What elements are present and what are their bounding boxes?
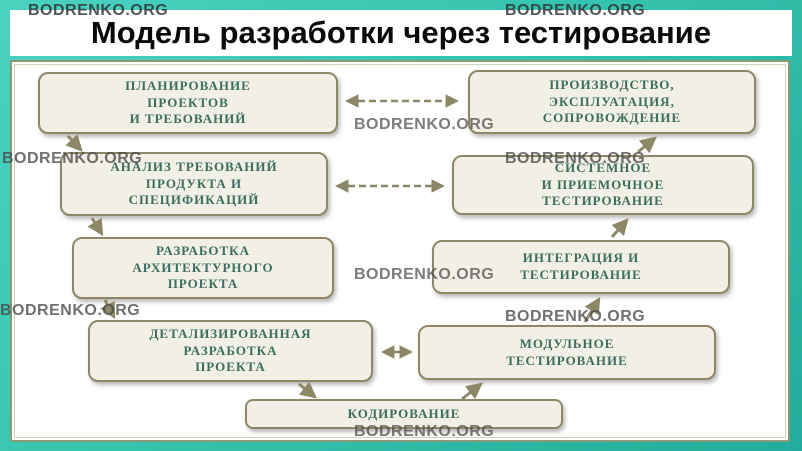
slide-title: Модель разработки через тестирование (90, 15, 712, 50)
watermark-lower-left: BODRENKO.ORG (0, 302, 141, 319)
box-system-acceptance-testing: СИСТЕМНОЕ И ПРИЕМОЧНОЕ ТЕСТИРОВАНИЕ (452, 155, 754, 215)
box-module-testing: МОДУЛЬНОЕ ТЕСТИРОВАНИЕ (418, 325, 716, 380)
box-detailed-design: ДЕТАЛИЗИРОВАННАЯ РАЗРАБОТКА ПРОЕКТА (88, 320, 373, 382)
box-production-maintenance: ПРОИЗВОДСТВО, ЭКСПЛУАТАЦИЯ, СОПРОВОЖДЕНИ… (468, 70, 756, 134)
box-requirements-analysis: АНАЛИЗ ТРЕБОВАНИЙ ПРОДУКТА И СПЕЦИФИКАЦИ… (60, 152, 328, 216)
box-architecture-design: РАЗРАБОТКА АРХИТЕКТУРНОГО ПРОЕКТА (72, 237, 334, 299)
watermark-mid-left: BODRENKO.ORG (2, 150, 143, 167)
box-planning: ПЛАНИРОВАНИЕ ПРОЕКТОВ И ТРЕБОВАНИЙ (38, 72, 338, 134)
watermark-mid-right: BODRENKO.ORG (505, 150, 646, 167)
watermark-top-left: BODRENKO.ORG (28, 2, 169, 19)
box-coding: КОДИРОВАНИЕ (245, 399, 563, 429)
watermark-lower-right: BODRENKO.ORG (505, 308, 646, 325)
watermark-top-right: BODRENKO.ORG (505, 2, 646, 19)
box-integration-testing: ИНТЕГРАЦИЯ И ТЕСТИРОВАНИЕ (432, 240, 730, 294)
watermark-upper-center: BODRENKO.ORG (354, 116, 495, 133)
watermark-center: BODRENKO.ORG (354, 266, 495, 283)
title-bar: Модель разработки через тестирование (10, 10, 792, 56)
watermark-bottom-center: BODRENKO.ORG (354, 423, 495, 440)
